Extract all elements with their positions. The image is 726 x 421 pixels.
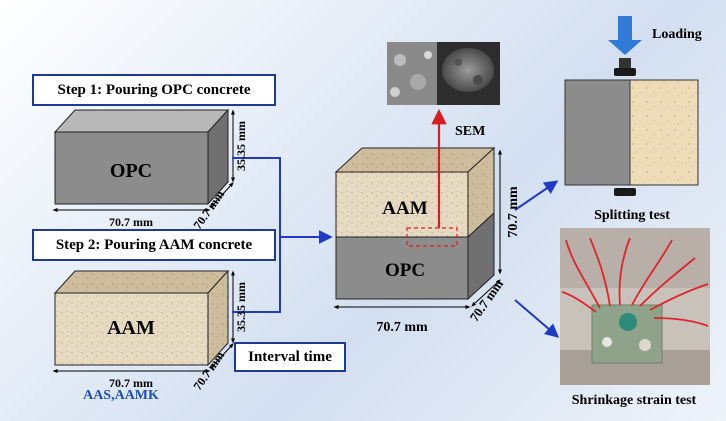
composite-width-label: 70.7 mm [376, 320, 428, 335]
opc-block-label: OPC [110, 160, 152, 182]
shrinkage-test-photo [560, 228, 710, 385]
aam-block [52, 269, 235, 373]
opc-height-label: 35.35 mm [234, 121, 248, 171]
connector-lines [232, 157, 333, 313]
splitting-test-label: Splitting test [594, 208, 670, 223]
shrinkage-test-label: Shrinkage strain test [572, 393, 697, 408]
aam-height-label: 35.35 mm [234, 282, 248, 332]
interface-zone [406, 227, 458, 247]
sem-label: SEM [455, 124, 485, 139]
opc-width-label: 70.7 mm [109, 215, 153, 229]
aam-width-label: 70.7 mm [109, 376, 153, 390]
interval-time-label: Interval time [248, 348, 332, 365]
step1-label: Step 1: Pouring OPC concrete [57, 81, 251, 98]
step2-label: Step 2: Pouring AAM concrete [55, 236, 253, 253]
step2-box: Step 2: Pouring AAM concrete [32, 229, 276, 261]
aam-variants-label: AAS,AAMK [83, 388, 159, 403]
loading-label: Loading [652, 27, 702, 42]
arrow-to-shrinkage [514, 299, 560, 338]
sem-image [387, 42, 500, 105]
composite-height-label: 70.7 mm [506, 186, 521, 238]
splitting-test-illustration [564, 16, 699, 196]
composite-opc-label: OPC [385, 260, 425, 281]
aam-block-label: AAM [107, 317, 155, 339]
opc-block [52, 108, 235, 212]
arrow-to-splitting [514, 180, 559, 211]
step1-box: Step 1: Pouring OPC concrete [32, 74, 276, 106]
interval-time-box: Interval time [234, 342, 346, 372]
composite-aam-label: AAM [382, 198, 427, 219]
composite-block [333, 146, 502, 309]
